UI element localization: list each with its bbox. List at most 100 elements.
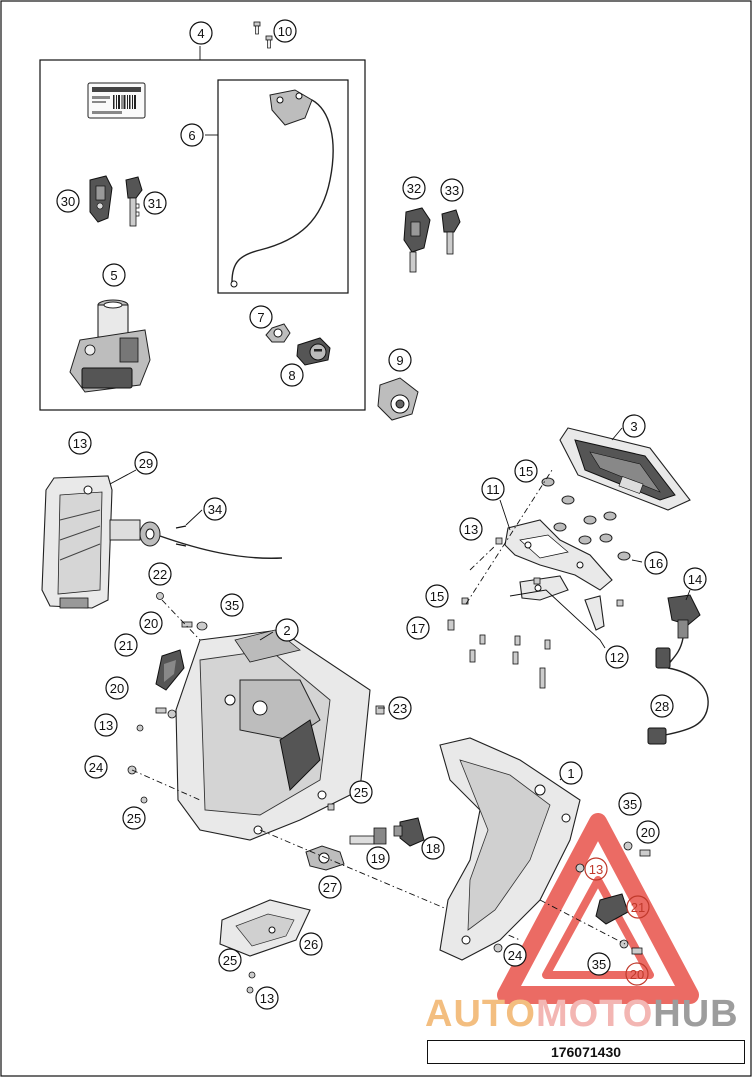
- callout-20: 20: [636, 820, 660, 844]
- callout-15: 15: [425, 584, 449, 608]
- callout-number: 14: [688, 572, 702, 587]
- callout-circle: [249, 305, 273, 329]
- callout-16: 16: [644, 551, 668, 575]
- callout-number: 12: [610, 650, 624, 665]
- switch-shaft-icon: [349, 827, 387, 845]
- callout-number: 13: [99, 718, 113, 733]
- callout-number: 15: [430, 589, 444, 604]
- callout-number: 29: [139, 456, 153, 471]
- hex-nut-icon: [265, 323, 291, 343]
- callout-circle: [388, 348, 412, 372]
- callout-circle: [84, 755, 108, 779]
- callout-number: 2: [283, 623, 290, 638]
- callout-25: 25: [349, 780, 373, 804]
- drawing-code: 176071430: [427, 1040, 745, 1064]
- callout-12: 12: [605, 645, 629, 669]
- callout-35: 35: [618, 792, 642, 816]
- screw-set-icon: [447, 537, 624, 689]
- bracket-arm-icon: [519, 575, 605, 631]
- callout-circle: [406, 616, 430, 640]
- callout-circle: [366, 846, 390, 870]
- callout-30: 30: [56, 189, 80, 213]
- ignition-lock-icon: [69, 299, 151, 393]
- callout-circle: [134, 451, 158, 475]
- callout-circle: [273, 19, 297, 43]
- callout-11: 11: [481, 477, 505, 501]
- callout-circle: [559, 761, 583, 785]
- callout-circle: [102, 263, 126, 287]
- ignition-cover-icon: [377, 377, 419, 421]
- display-bracket-icon: [504, 519, 613, 591]
- wire-harness-icon: [647, 647, 709, 745]
- callout-18: 18: [421, 836, 445, 860]
- kit-box-6: [217, 79, 349, 294]
- callout-number: 8: [288, 368, 295, 383]
- callout-circle: [143, 191, 167, 215]
- callout-number: 3: [630, 419, 637, 434]
- key-icon: [125, 176, 143, 227]
- callout-circle: [481, 477, 505, 501]
- callout-28: 28: [650, 694, 674, 718]
- lock-cylinder-icon: [296, 337, 331, 366]
- callout-circle: [584, 857, 608, 881]
- callout-24: 24: [503, 943, 527, 967]
- callout-circle: [636, 820, 660, 844]
- callout-circle: [644, 551, 668, 575]
- callout-number: 27: [323, 880, 337, 895]
- remote-key-icon: [89, 175, 113, 223]
- callout-5: 5: [102, 263, 126, 287]
- callout-13: 13: [255, 986, 279, 1010]
- callout-32: 32: [402, 176, 426, 200]
- callout-number: 24: [89, 760, 103, 775]
- callout-circle: [625, 962, 649, 986]
- callout-number: 15: [519, 464, 533, 479]
- callout-22: 22: [148, 562, 172, 586]
- callout-number: 6: [188, 128, 195, 143]
- callout-7: 7: [249, 305, 273, 329]
- callout-number: 35: [623, 797, 637, 812]
- watermark-auto: AUTO: [425, 993, 536, 1035]
- callout-number: 17: [411, 621, 425, 636]
- callout-circle: [68, 431, 92, 455]
- watermark-triangle-icon: [497, 813, 699, 1004]
- callout-21: 21: [626, 895, 650, 919]
- watermark: AUTOMOTOHUB: [425, 813, 738, 1035]
- callout-27: 27: [318, 875, 342, 899]
- callout-20: 20: [625, 962, 649, 986]
- callout-number: 21: [119, 638, 133, 653]
- callout-circle: [626, 895, 650, 919]
- callout-number: 13: [260, 991, 274, 1006]
- callout-number: 13: [73, 436, 87, 451]
- sensor-icon: [665, 594, 701, 669]
- label-card-icon: [87, 82, 146, 119]
- callout-circle: [459, 517, 483, 541]
- screw-icon: [253, 21, 273, 49]
- callout-number: 16: [649, 556, 663, 571]
- callout-number: 20: [144, 616, 158, 631]
- callout-circle: [318, 875, 342, 899]
- callout-circle: [220, 593, 244, 617]
- callout-circle: [203, 497, 227, 521]
- callout-circle: [189, 21, 213, 45]
- watermark-hub: HUB: [653, 993, 738, 1035]
- callout-circle: [425, 584, 449, 608]
- callout-number: 13: [589, 862, 603, 877]
- callout-21: 21: [114, 633, 138, 657]
- callout-circle: [650, 694, 674, 718]
- callout-number: 18: [426, 841, 440, 856]
- callout-circle: [618, 792, 642, 816]
- callout-circle: [122, 806, 146, 830]
- callout-35: 35: [220, 593, 244, 617]
- callout-circle: [587, 952, 611, 976]
- callout-31: 31: [143, 191, 167, 215]
- callout-33: 33: [440, 178, 464, 202]
- callout-circle: [402, 176, 426, 200]
- callout-8: 8: [280, 363, 304, 387]
- callout-number: 33: [445, 183, 459, 198]
- callout-circle: [503, 943, 527, 967]
- callout-number: 35: [225, 598, 239, 613]
- callout-23: 23: [388, 696, 412, 720]
- callout-number: 26: [304, 937, 318, 952]
- switch-knob-icon: [393, 817, 425, 847]
